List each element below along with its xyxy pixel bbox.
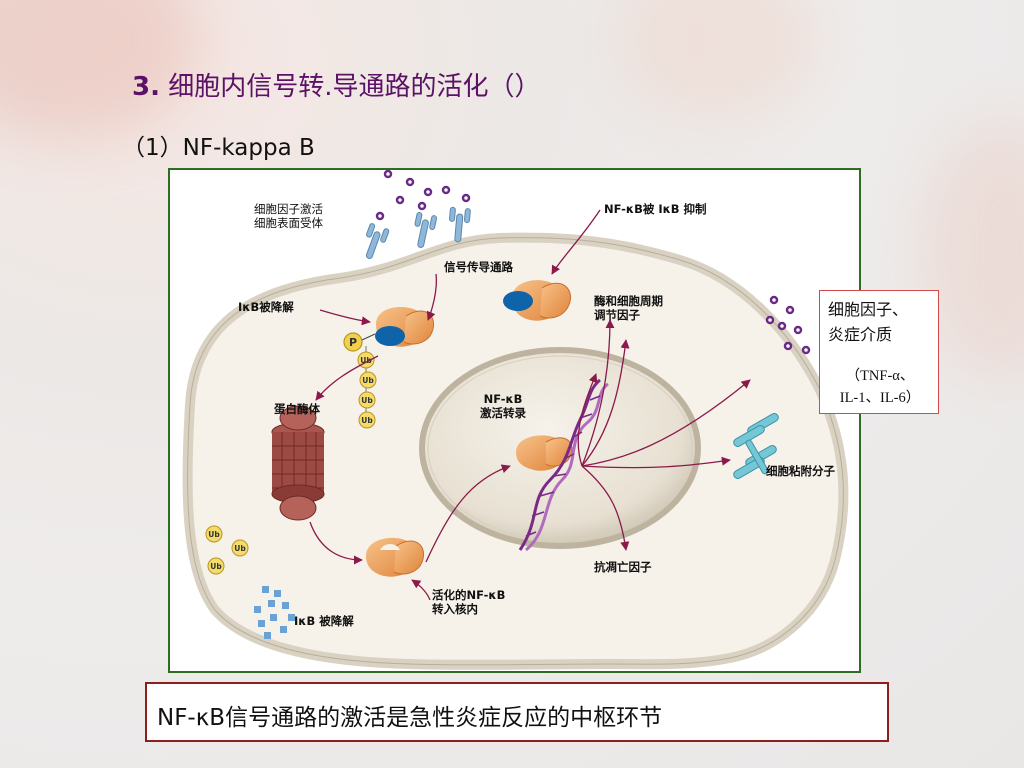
label-activated-nfkb-translocation: 活化的NF-κB 转入核内 (432, 588, 506, 616)
cell-surface-receptors (365, 206, 471, 259)
cytokine-callout-title: 细胞因子、 炎症介质 (828, 300, 909, 344)
cytokine-molecules-top (375, 170, 471, 221)
svg-text:Ub: Ub (362, 376, 374, 385)
svg-text:Ub: Ub (361, 416, 373, 425)
cytokine-callout-examples: （TNF-α、 IL-1、IL-6） (839, 368, 921, 406)
conclusion-box: NF-κB信号通路的激活是急性炎症反应的中枢环节 (145, 682, 889, 742)
label-proteasome: 蛋白酶体 (274, 402, 320, 416)
label-ikb-degraded-bottom: IκB 被降解 (294, 614, 354, 628)
svg-text:Ub: Ub (361, 396, 373, 405)
cytokine-callout: 细胞因子、 炎症介质 （TNF-α、 IL-1、IL-6） (819, 290, 939, 414)
nfkb-ikb-complex-inactive (503, 280, 571, 321)
adhesion-molecule (733, 413, 779, 479)
ubiquitin-chain: Ub Ub Ub Ub (357, 346, 377, 429)
cytokine-molecules-released (765, 295, 811, 355)
activated-nfkb (366, 537, 425, 577)
svg-text:Ub: Ub (234, 544, 246, 553)
label-receptor-activation: 细胞因子激活 细胞表面受体 (254, 202, 323, 230)
label-enzymes-cycle-regulators: 酶和细胞周期 调节因子 (594, 294, 663, 322)
slide-subtitle: （1）NF-kappa B (122, 135, 315, 161)
slide-title: 3. 细胞内信号转.导通路的活化（） (132, 72, 541, 102)
dna-helix (518, 378, 609, 552)
pathway-illustration: P Ub Ub Ub Ub (182, 170, 849, 670)
label-nfkb-inhibited: NF-κB被 IκB 抑制 (604, 202, 707, 216)
label-nfkb-transcription: NF-κB 激活转录 (480, 392, 526, 420)
label-signal-pathway: 信号传导通路 (444, 260, 513, 274)
conclusion-text: NF-κB信号通路的激活是急性炎症反应的中枢环节 (157, 705, 663, 731)
svg-text:Ub: Ub (360, 356, 372, 365)
svg-text:P: P (349, 336, 357, 349)
label-adhesion-molecules: 细胞粘附分子 (766, 464, 835, 478)
degraded-ikb-fragments (254, 586, 295, 639)
svg-text:Ub: Ub (208, 530, 220, 539)
label-antiapoptosis-factors: 抗凋亡因子 (594, 560, 652, 574)
label-ikb-degraded-top: IκB被降解 (238, 300, 294, 314)
nfkb-pathway-diagram: P Ub Ub Ub Ub (168, 168, 861, 673)
free-ubiquitin: Ub Ub Ub (205, 525, 249, 575)
phosphorylated-complex: P (343, 306, 435, 352)
proteasome (271, 405, 325, 521)
pathway-arrows (309, 209, 751, 601)
svg-text:Ub: Ub (210, 562, 222, 571)
